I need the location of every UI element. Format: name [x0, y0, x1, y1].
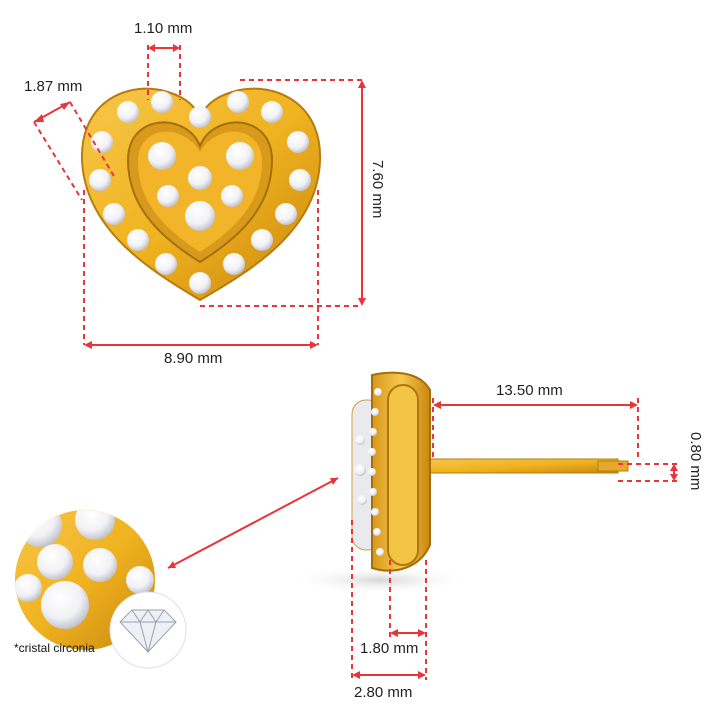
- front-dimension-arrows: [34, 44, 366, 349]
- side-dimension-arrows: [168, 401, 678, 679]
- stone-detail-circle: [15, 510, 187, 669]
- post-length-label: 13.50 mm: [496, 382, 563, 399]
- inner-stones: [148, 142, 254, 231]
- gem-icon: [119, 609, 177, 654]
- earring-side-view: [290, 371, 629, 594]
- width-label: 8.90 mm: [164, 350, 223, 367]
- heart-front-view: [80, 87, 322, 302]
- post-diameter-label: 0.80 mm: [687, 432, 704, 491]
- back-depth-label: 1.80 mm: [360, 640, 419, 657]
- stone-width-label: 1.10 mm: [134, 20, 193, 37]
- side-dimension-lines: [167, 398, 680, 680]
- border-width-label: 1.87 mm: [24, 78, 83, 95]
- height-label: 7.60 mm: [369, 160, 386, 219]
- outer-stones: [89, 91, 311, 294]
- stone-note: *cristal circonia: [14, 641, 95, 655]
- total-depth-label: 2.80 mm: [354, 684, 413, 701]
